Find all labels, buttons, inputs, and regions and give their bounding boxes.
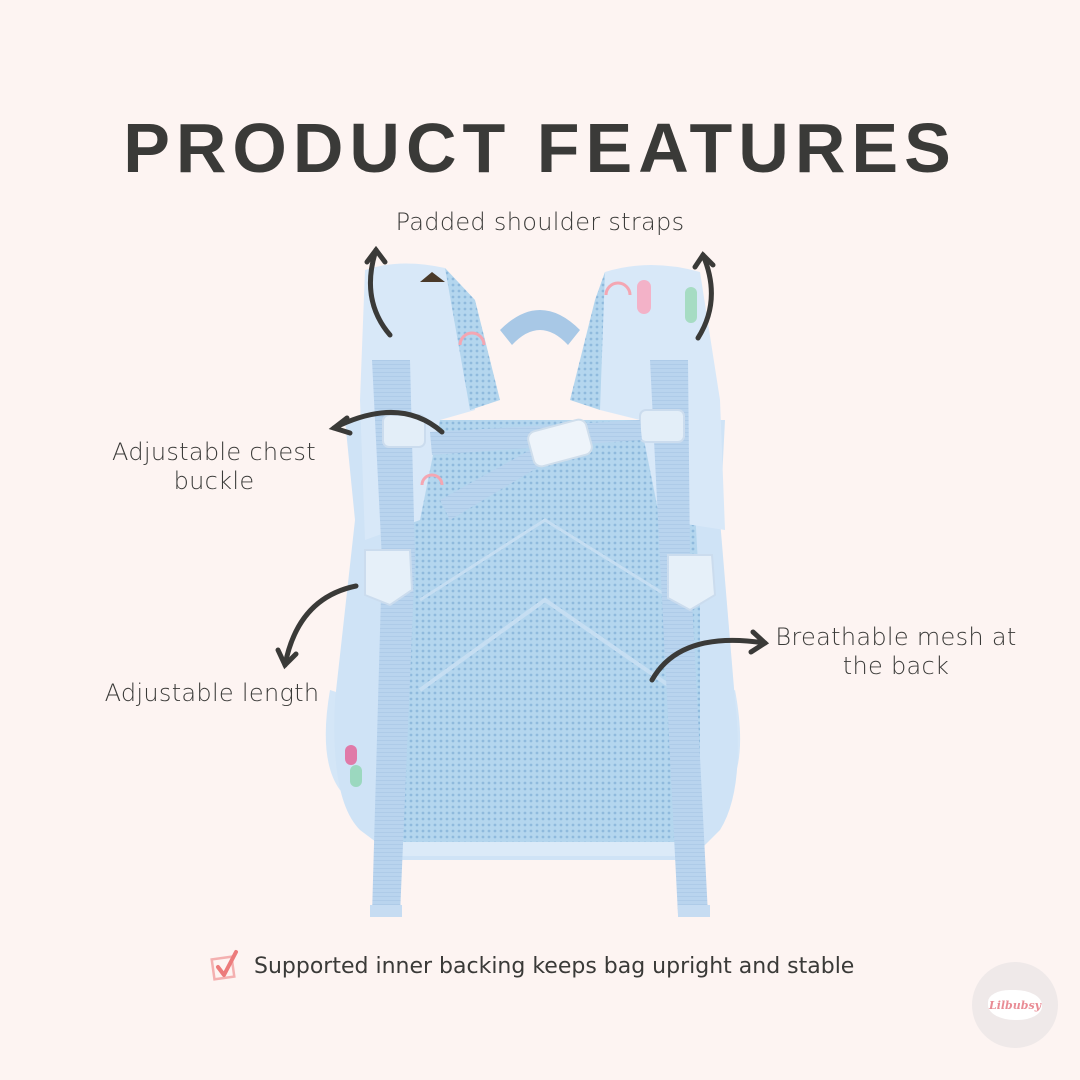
checkbox-checked-icon — [210, 950, 238, 981]
chest-buckle-line2: buckle — [173, 467, 255, 495]
arrow-mesh-icon — [649, 637, 768, 683]
footer-note: Supported inner backing keeps bag uprigh… — [210, 948, 854, 984]
arrow-length-icon — [282, 583, 359, 668]
feature-label-chest-buckle: Adjustable chest buckle — [84, 438, 344, 496]
brand-logo: Lilbubsy — [972, 962, 1058, 1048]
page-title: PRODUCT FEATURES — [123, 109, 957, 187]
arrow-chest-icon — [331, 410, 445, 435]
chest-buckle-line1: Adjustable chest — [112, 438, 316, 466]
footer-text: Supported inner backing keeps bag uprigh… — [254, 953, 855, 979]
feature-label-adjustable-length: Adjustable length — [104, 679, 320, 707]
feature-label-breathable-mesh: Breathable mesh at the back — [765, 623, 1027, 681]
mesh-line2: the back — [842, 652, 950, 680]
arrow-straps-left-icon — [368, 247, 393, 338]
mesh-line1: Breathable mesh at — [775, 623, 1017, 651]
arrow-straps-right-icon — [695, 252, 714, 341]
feature-label-shoulder-straps: Padded shoulder straps — [395, 208, 685, 236]
brand-logo-text: Lilbubsy — [988, 990, 1042, 1020]
